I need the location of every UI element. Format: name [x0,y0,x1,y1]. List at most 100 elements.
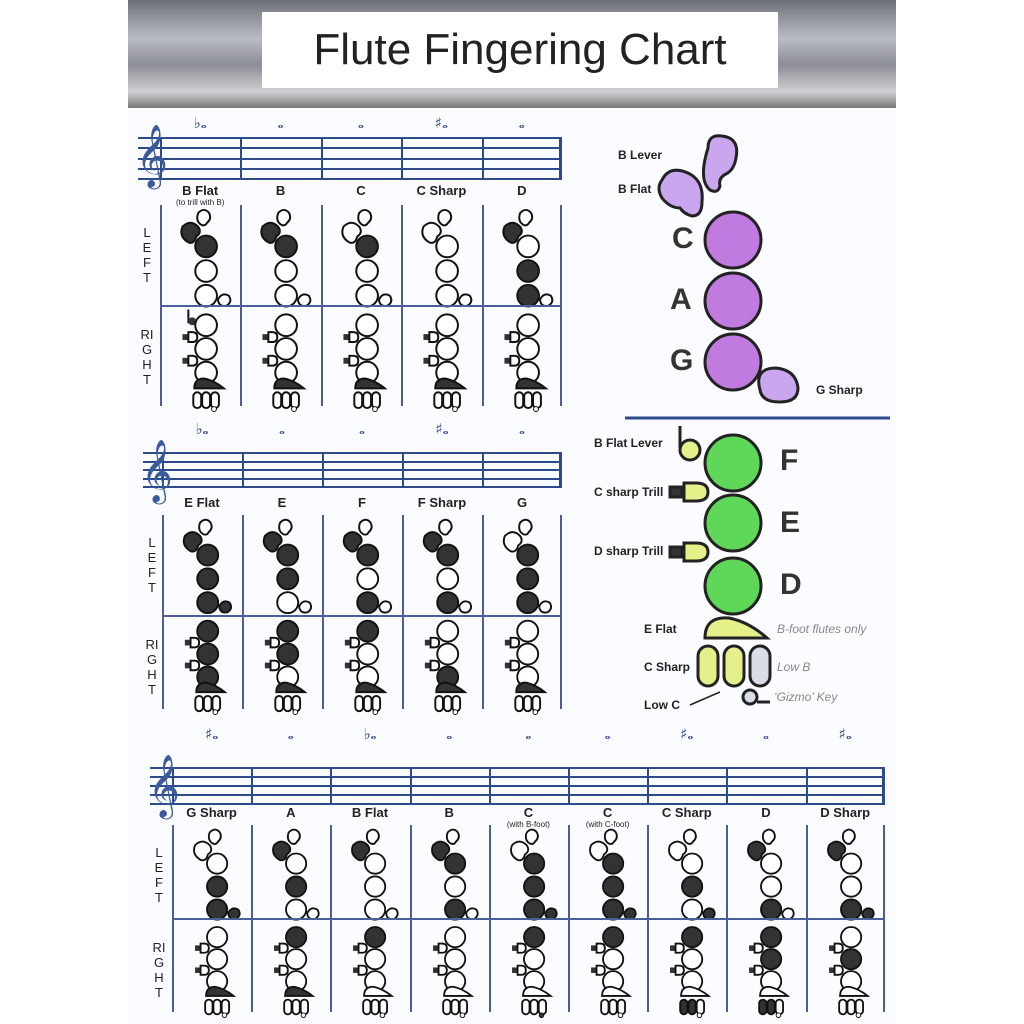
thumb-key [341,221,362,244]
thumb-b-flat-key [358,518,373,536]
foot-key-2 [362,695,373,713]
c-sharp-trill-key [278,942,289,954]
label-g-sharp: G Sharp [816,383,863,397]
bar-line [401,137,404,180]
d-sharp-trill-key [187,354,199,367]
foot-key-3 [291,695,302,713]
staff-line [138,147,559,150]
left-hole-3 [194,283,218,308]
left-hole-1 [364,852,387,875]
left-hole-1 [355,234,379,259]
c-sharp-trill-key [508,331,520,343]
trill-stem [432,967,439,973]
left-hole-2 [196,567,220,591]
c-sharp-trill-key [269,636,281,649]
e-flat-key [434,377,468,390]
note-name: E Flat [162,495,242,510]
thumb-key [509,840,529,862]
left-hole-1 [194,234,218,259]
right-hole-1 [443,926,466,949]
foot-key-2 [281,391,292,410]
d-sharp-trill-key [429,659,441,672]
gizmo-key [372,709,379,715]
foot-key-3 [220,998,230,1016]
trill-stem [195,967,201,973]
trill-stem [828,967,835,973]
foot-key-3 [290,391,301,410]
g-sharp-key [298,600,313,614]
left-hole-2 [436,567,460,591]
right-hole-2 [602,948,625,971]
foot-key-3 [451,695,462,713]
foot-key-2 [361,391,372,410]
trill-stem [343,357,350,364]
foot-key-2 [212,998,222,1016]
d-sharp-trill-key [437,964,448,976]
staff-note: 𝅝 [287,725,294,743]
foot-key-1 [362,998,372,1016]
trill-stem [670,945,676,951]
note-name: G [482,495,562,510]
fingering-diagram [262,518,313,715]
bar-line [488,767,491,805]
left-hole-1 [443,852,466,875]
left-hole-1 [435,234,460,259]
bar-line [240,137,243,180]
d-sharp-trill-key [189,659,201,672]
e-flat-key [759,985,791,997]
foot-key-3 [210,391,220,410]
left-hole-3 [196,591,220,615]
foot-key-2 [282,695,293,713]
thumb-b-flat-key [438,518,453,536]
trill-stem [264,639,271,646]
bar-line [402,452,404,488]
foot-key-2 [442,695,453,713]
note-name-text: D Sharp [820,805,871,820]
note-name-text: G Sharp [186,805,237,820]
note-name-text: B Flat [351,805,389,820]
left-hole-2 [681,875,704,898]
label-d-sharp-trill: D sharp Trill [594,544,664,558]
b-lever-key [702,134,739,193]
foot-key-1 [514,695,524,713]
e-flat-key [515,681,548,694]
trill-stem [184,662,191,669]
staff-line [138,178,559,180]
d-sharp-trill-key [428,354,440,367]
e-flat-key [514,377,549,390]
title-box: Flute Fingering Chart [262,12,778,88]
left-hole-2 [285,875,308,898]
left-hole-3 [760,898,783,921]
foot-key-1 [513,391,524,410]
foot-key-2 [766,998,777,1016]
e-flat-key [442,985,474,997]
left-hole-2 [602,875,625,898]
left-hole-2 [206,875,229,898]
c-sharp-trill-key [267,331,279,343]
thumb-b-flat-key [517,208,533,227]
thumb-key [747,840,767,862]
e-flat-key [284,985,316,997]
foot-key-3 [775,998,785,1016]
d-sharp-trill-stem [668,545,684,559]
thumb-b-flat-key [207,828,222,845]
staff-note: ♭𝅝 [363,725,377,743]
gizmo-key [617,1012,624,1018]
gizmo-key [532,709,539,715]
column-divider [322,515,324,709]
trill-stem [423,334,430,341]
left-hole-3 [206,898,229,921]
foot-key-1 [354,695,364,713]
thumb-b-flat-key [437,208,453,227]
note-name-text: C [602,805,613,820]
left-hole-1 [516,543,540,567]
foot-key-1 [758,998,768,1016]
right-hole-1 [356,619,380,643]
left-hole-2 [194,259,218,283]
side-label-right: RIGHT [152,940,166,1000]
left-hole-2 [516,567,540,591]
row-divider [172,918,885,920]
left-hole-1 [522,852,545,875]
note-name-text: B Flat [182,183,219,198]
right-hole-1 [839,926,862,949]
